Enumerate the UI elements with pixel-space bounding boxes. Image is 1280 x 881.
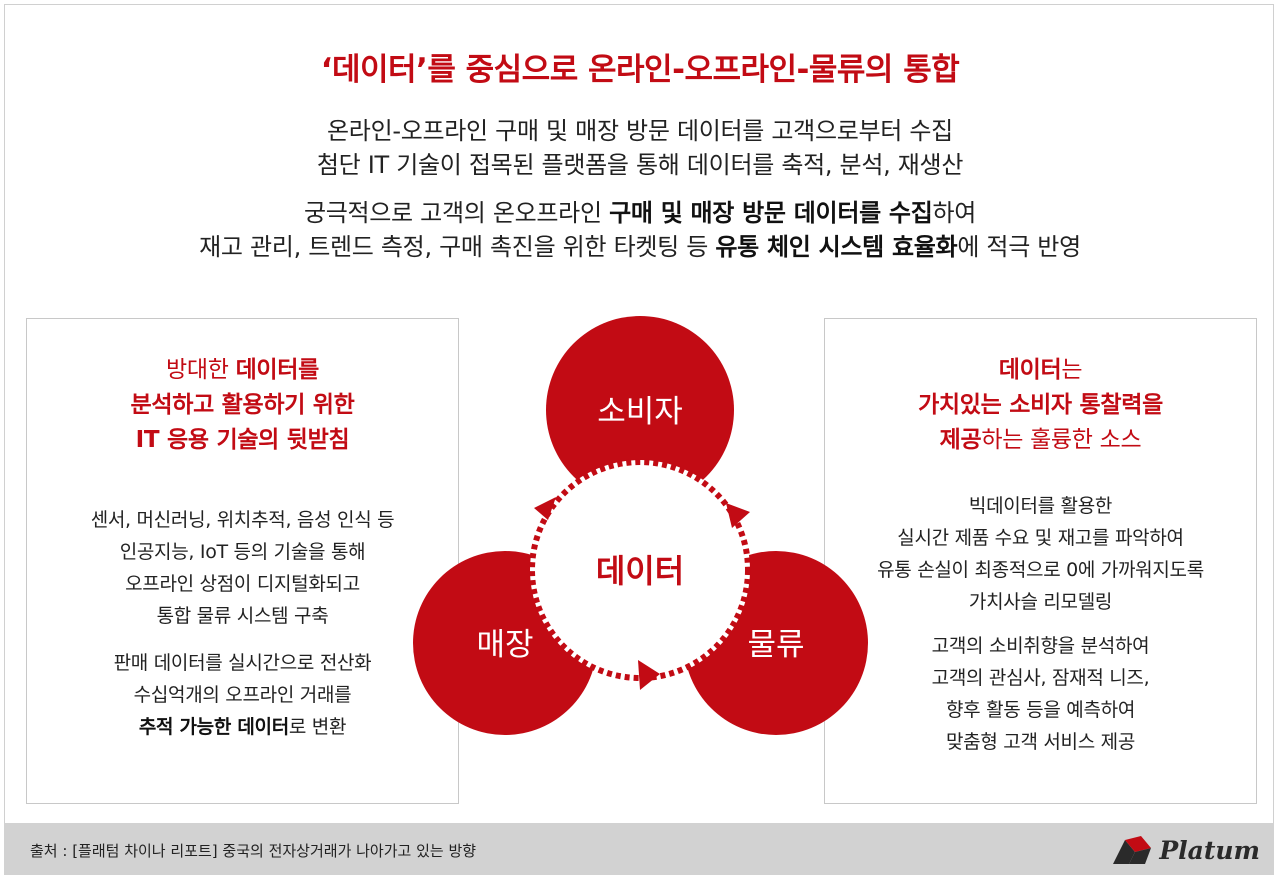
- left-p1-line: 인공지능, IoT 등의 기술을 통해: [119, 541, 366, 563]
- right-box-heading: 데이터는 가치있는 소비자 통찰력을 제공하는 훌륭한 소스: [825, 353, 1256, 458]
- right-p1-line: 가치사슬 리모델링: [968, 591, 1113, 613]
- right-p1-line: 빅데이터를 활용한: [968, 495, 1113, 517]
- left-p1-line: 센서, 머신러닝, 위치추적, 음성 인식 등: [90, 509, 395, 531]
- page-title: ‘데이터’를 중심으로 온라인-오프라인-물류의 통합: [320, 52, 960, 88]
- intro-line-3-pre: 궁극적으로 고객의 온오프라인: [303, 199, 610, 227]
- right-head-1-bold: 데이터: [998, 357, 1062, 383]
- arrow-bottom-icon: [638, 660, 660, 690]
- dotted-cycle-ring: [529, 459, 751, 681]
- data-center-circle: [530, 460, 750, 680]
- right-paragraph-1: 빅데이터를 활용한 실시간 제품 수요 및 재고를 파악하여 유통 손실이 최종…: [825, 490, 1256, 618]
- left-p2-bold: 추적 가능한 데이터: [138, 716, 289, 738]
- intro-line-1: 온라인-오프라인 구매 및 매장 방문 데이터를 고객으로부터 수집: [327, 117, 953, 145]
- intro-line-3-bold: 구매 및 매장 방문 데이터를 수집: [609, 199, 933, 227]
- right-head-line-2: 가치있는 소비자 통찰력을: [825, 388, 1256, 423]
- right-head-3-post: 하는 훌륭한 소스: [981, 427, 1142, 453]
- intro-line-3-post: 하여: [932, 199, 977, 227]
- left-head-line-3: IT 응용 기술의 뒷받침: [27, 423, 458, 458]
- left-p2-line: 판매 데이터를 실시간으로 전산화: [113, 652, 372, 674]
- platum-logo-icon: [1113, 836, 1152, 864]
- right-p2-line: 고객의 관심사, 잠재적 니즈,: [931, 667, 1150, 689]
- intro-line-4: 재고 관리, 트렌드 측정, 구매 촉진을 위한 타켓팅 등 유통 체인 시스템…: [0, 230, 1280, 264]
- left-head-1-bold: 데이터를: [235, 357, 320, 383]
- logistics-label: 물류: [747, 627, 804, 663]
- intro-line-2: 첨단 IT 기술이 접목된 플랫폼을 통해 데이터를 축적, 분석, 재생산: [316, 151, 964, 179]
- arrow-left-icon: [534, 497, 556, 520]
- intro-line-4-bold: 유통 체인 시스템 효율화: [715, 233, 958, 261]
- footer-bar: 출처 : [플래텀 차이나 리포트] 중국의 전자상거래가 나아가고 있는 방향…: [4, 823, 1274, 875]
- platum-logo: Platum: [1111, 833, 1260, 867]
- right-p1-line: 실시간 제품 수요 및 재고를 파악하여: [897, 527, 1184, 549]
- arrow-right-icon: [726, 503, 750, 528]
- left-head-line-2: 분석하고 활용하기 위한: [27, 388, 458, 423]
- left-box-heading: 방대한 데이터를 분석하고 활용하기 위한 IT 응용 기술의 뒷받침: [27, 353, 458, 458]
- left-head-line-1: 방대한 데이터를: [27, 353, 458, 388]
- right-info-box: 데이터는 가치있는 소비자 통찰력을 제공하는 훌륭한 소스 빅데이터를 활용한…: [824, 318, 1257, 804]
- intro-block-2: 궁극적으로 고객의 온오프라인 구매 및 매장 방문 데이터를 수집하여 재고 …: [0, 196, 1280, 264]
- intro-block-1: 온라인-오프라인 구매 및 매장 방문 데이터를 고객으로부터 수집 첨단 IT…: [0, 114, 1280, 182]
- consumer-circle: [546, 316, 734, 504]
- left-head-1-plain: 방대한: [165, 357, 236, 383]
- intro-line-4-post: 에 적극 반영: [957, 233, 1081, 261]
- left-head-3-bold: IT 응용 기술의 뒷받침: [135, 427, 350, 453]
- platum-logo-text: Platum: [1159, 835, 1260, 865]
- left-p1-line: 오프라인 상점이 디지털화되고: [125, 573, 360, 595]
- left-info-box: 방대한 데이터를 분석하고 활용하기 위한 IT 응용 기술의 뒷받침 센서, …: [26, 318, 459, 804]
- left-paragraph-2: 판매 데이터를 실시간으로 전산화 수십억개의 오프라인 거래를 추적 가능한 …: [27, 647, 458, 743]
- left-p2-post: 로 변환: [288, 716, 347, 738]
- right-head-1-post: 는: [1061, 357, 1083, 383]
- intro-line-4-pre: 재고 관리, 트렌드 측정, 구매 촉진을 위한 타켓팅 등: [199, 233, 716, 261]
- right-head-3-bold: 제공: [939, 427, 982, 453]
- left-head-2-bold: 분석하고 활용하기 위한: [130, 392, 355, 418]
- right-p2-line: 고객의 소비취향을 분석하여: [931, 635, 1150, 657]
- left-p1-line: 통합 물류 시스템 구축: [156, 605, 329, 627]
- intro-line-3: 궁극적으로 고객의 온오프라인 구매 및 매장 방문 데이터를 수집하여: [0, 196, 1280, 230]
- source-citation: 출처 : [플래텀 차이나 리포트] 중국의 전자상거래가 나아가고 있는 방향: [30, 842, 477, 860]
- left-p2-line: 추적 가능한 데이터로 변환: [27, 711, 458, 743]
- consumer-label: 소비자: [597, 394, 683, 430]
- right-head-line-3: 제공하는 훌륭한 소스: [825, 423, 1256, 458]
- right-head-2-bold: 가치있는 소비자 통찰력을: [918, 392, 1163, 418]
- left-paragraph-1: 센서, 머신러닝, 위치추적, 음성 인식 등 인공지능, IoT 등의 기술을…: [27, 504, 458, 632]
- left-p2-line: 수십억개의 오프라인 거래를: [133, 684, 352, 706]
- right-paragraph-2: 고객의 소비취향을 분석하여 고객의 관심사, 잠재적 니즈, 향후 활동 등을…: [825, 630, 1256, 758]
- right-p1-line: 유통 손실이 최종적으로 0에 가까워지도록: [877, 559, 1204, 581]
- store-label: 매장: [476, 627, 533, 663]
- data-center-label: 데이터: [596, 552, 684, 590]
- right-head-line-1: 데이터는: [825, 353, 1256, 388]
- right-p2-line: 향후 활동 등을 예측하여: [945, 699, 1136, 721]
- right-p2-line: 맞춤형 고객 서비스 제공: [945, 731, 1136, 753]
